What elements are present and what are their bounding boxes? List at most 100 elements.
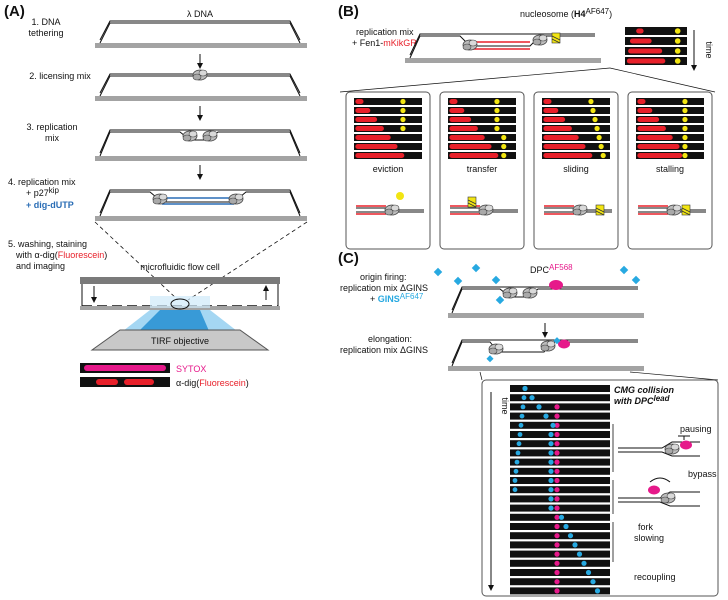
pausing-schematic [618,435,700,457]
nucleosome-spot [594,125,600,132]
dpc-spot [554,413,560,419]
kymo-row [354,125,422,132]
collision-title: CMG collision [614,385,675,395]
cmg-spot [581,560,587,566]
fen1-track [543,108,559,113]
kymo-row [510,440,610,448]
step5-close: ) [104,250,107,260]
kymo-row [625,37,687,45]
mcm-double-hexamer-icon [192,69,208,81]
fen1-track [449,153,499,158]
fen1-track [543,153,593,158]
kymo-row [510,523,610,530]
kymo-row [510,467,610,475]
b-mkikgr: mKikGR [383,38,417,48]
panel-c-label: (C) [338,250,359,267]
panel-a-label: (A) [4,3,25,20]
microscope-objective-icon: TIRF objective [90,329,270,351]
fen1-track [543,135,579,140]
step1-dna-tethering: 1. DNA tethering [28,17,307,48]
b-time-label: time [704,41,714,58]
step3-replication: 3. replication mix [26,122,307,161]
dpc-icon [648,485,660,495]
step3-label-line1: 3. replication [26,122,77,132]
panel-a-legend: SYTOX α-dig(Fluorescein) [80,363,249,388]
kymo-row [510,486,610,494]
phase-recoupling: recoupling [634,572,676,582]
gins-particle-icon [491,275,501,285]
cmg-helicase-icon [502,287,518,299]
b-mix-line1: replication mix [356,27,414,37]
cmg-spot [594,588,601,594]
nucleosome-spot [494,107,500,114]
c-dpc-sup: AF568 [549,263,573,272]
cmg-spot [572,542,578,548]
panel-a: (A) λ DNA 1. DNA tethering 2. licensing … [4,3,308,388]
outcome-label: sliding [563,164,589,174]
kymo-row [542,107,610,114]
outcome-label: stalling [656,164,684,174]
kymo-row [510,587,610,595]
c-elongation-line2: replication mix ΔGINS [340,345,428,355]
nucleosome-spot [592,116,598,123]
cmg-spot [514,459,520,465]
step5-fluorescein: Fluorescein [58,250,105,260]
kymo-row [510,449,610,457]
phase-bypass: bypass [688,469,717,479]
nucleosome-spot [494,125,500,132]
cmg-spot [550,422,556,428]
zoom-ellipse [170,298,190,310]
dpc-spot [554,579,560,585]
nucleosome-spot [494,116,500,123]
legend-sytox: SYTOX [176,364,206,374]
fen1-track [543,126,572,131]
fen1-track [637,99,646,104]
step1-label-line2: tethering [28,28,63,38]
fen1-track [355,117,378,122]
kymo-row [636,98,704,105]
gins-particle-icon [631,275,641,285]
cmg-spot [585,569,592,576]
collision-sup: lead [654,394,671,403]
cmg-spot [517,432,523,437]
cmg-helicase-icon [228,193,244,205]
nucleosome-spot [588,98,594,105]
nucleosome-spot [501,134,507,141]
kymo-row [510,578,610,586]
fen1-track [355,153,405,158]
kymo-row [510,477,610,484]
fen1-track [449,108,465,113]
phase-pausing: pausing [680,424,712,434]
svg-text:+ p27kip: + p27kip [26,186,60,198]
cmg-helicase-icon [522,287,538,299]
cmg-spot [543,413,549,419]
fen1-track [355,144,398,149]
legend-close: ) [246,378,249,388]
step2-label: 2. licensing mix [29,71,91,81]
cmg-spot [567,533,574,539]
fen1-track [449,126,478,131]
c-gins: GINS [378,294,400,304]
kymo-row [636,107,704,114]
cmg-spot [520,404,526,410]
cmg-spot [512,487,518,493]
step5-adig: with α-dig( [15,250,58,260]
dpc-spot [554,514,560,520]
cmg-spot [548,496,554,502]
fen1-track [449,99,458,104]
kymo-row [510,504,610,512]
cmg-spot [576,551,583,557]
dpc-spot [554,569,560,576]
fen1-track [543,99,552,104]
cmg-spot [512,478,518,483]
c-time-label: time [500,397,510,414]
step5-line1: 5. washing, staining [8,239,87,249]
panel-c: (C) origin firing: replication mix ΔGINS… [338,250,719,597]
collision-sub: with DPC [614,396,654,406]
fen1-track [449,144,492,149]
kymo-row [510,394,610,402]
cmg-spot [529,395,535,401]
cmg-helicase-icon [152,193,168,205]
c-plus: + [370,294,378,304]
